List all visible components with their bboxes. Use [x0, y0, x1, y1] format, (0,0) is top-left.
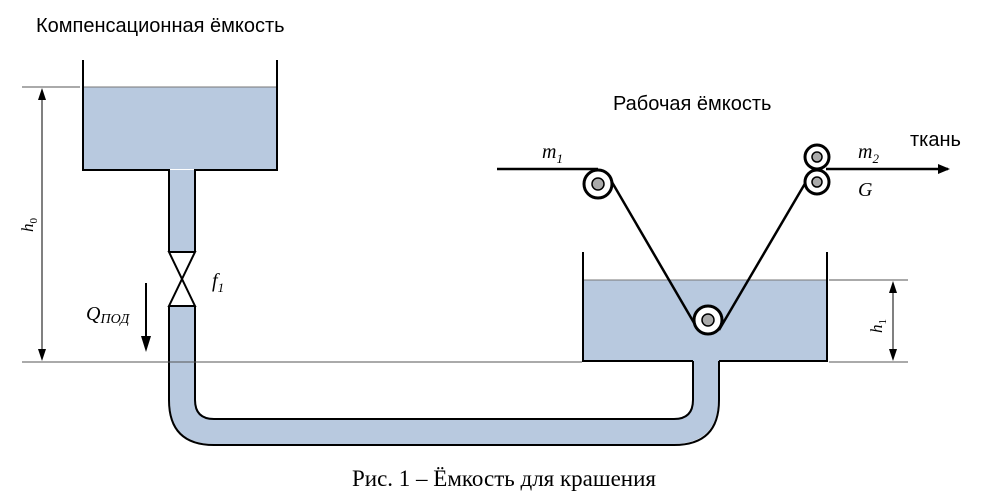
m1-label: m1	[542, 141, 563, 166]
compensation-tank	[82, 60, 278, 252]
fabric-label: ткань	[910, 129, 961, 151]
h1-arrow-bottom	[889, 349, 897, 361]
rollers	[582, 143, 831, 336]
h1-arrow-top	[889, 281, 897, 293]
q-subscript: ПОД	[99, 312, 130, 327]
m2-subscript: 2	[872, 151, 879, 166]
roller-squeeze-top	[803, 143, 831, 171]
compensation-tank-title: Компенсационная ёмкость	[36, 15, 285, 37]
fabric-up	[717, 174, 812, 331]
roller-squeeze-bottom	[803, 168, 831, 196]
fabric-down	[607, 176, 699, 329]
f1-label: f1	[212, 270, 224, 295]
svg-text:h1: h1	[867, 319, 889, 333]
h0-arrow-bottom	[38, 349, 46, 361]
connecting-pipe	[168, 306, 720, 446]
pipe-inner-wall	[194, 306, 694, 420]
flow-arrow	[141, 283, 151, 352]
figure-caption: Рис. 1 – Ёмкость для крашения	[352, 466, 656, 491]
g-label: G	[858, 179, 873, 201]
h0-arrow-top	[38, 88, 46, 100]
m1-symbol: m	[542, 141, 556, 163]
compensation-tank-walls	[82, 60, 278, 252]
svg-text:h0: h0	[18, 218, 40, 233]
working-tank-title: Рабочая ёмкость	[613, 93, 771, 115]
compensation-tank-liquid	[83, 87, 277, 169]
fabric-path	[497, 164, 950, 331]
q-symbol: Q	[86, 303, 101, 325]
h1-subscript: 1	[877, 319, 889, 325]
m2-label: m2	[858, 141, 879, 166]
working-tank-walls	[582, 252, 828, 362]
h0-subscript: 0	[28, 218, 40, 224]
pipe-outer-wall	[168, 306, 720, 446]
m2-symbol: m	[858, 141, 872, 163]
compensation-tank-outlet-liquid	[170, 170, 194, 252]
h1-symbol: h	[867, 325, 886, 334]
valve-symbol	[167, 251, 197, 307]
dimension-lines	[22, 86, 908, 363]
h1-label: h1	[867, 319, 889, 333]
f1-symbol: f	[212, 270, 220, 292]
m1-subscript: 1	[556, 151, 563, 166]
h0-symbol: h	[18, 224, 37, 233]
roller-bottom	[692, 304, 724, 336]
pipe-liquid	[170, 307, 718, 444]
f1-subscript: 1	[218, 280, 225, 295]
roller-entry	[582, 168, 614, 200]
q-label: QПОД	[86, 303, 130, 327]
valve	[167, 251, 197, 307]
h0-label: h0	[18, 218, 40, 233]
